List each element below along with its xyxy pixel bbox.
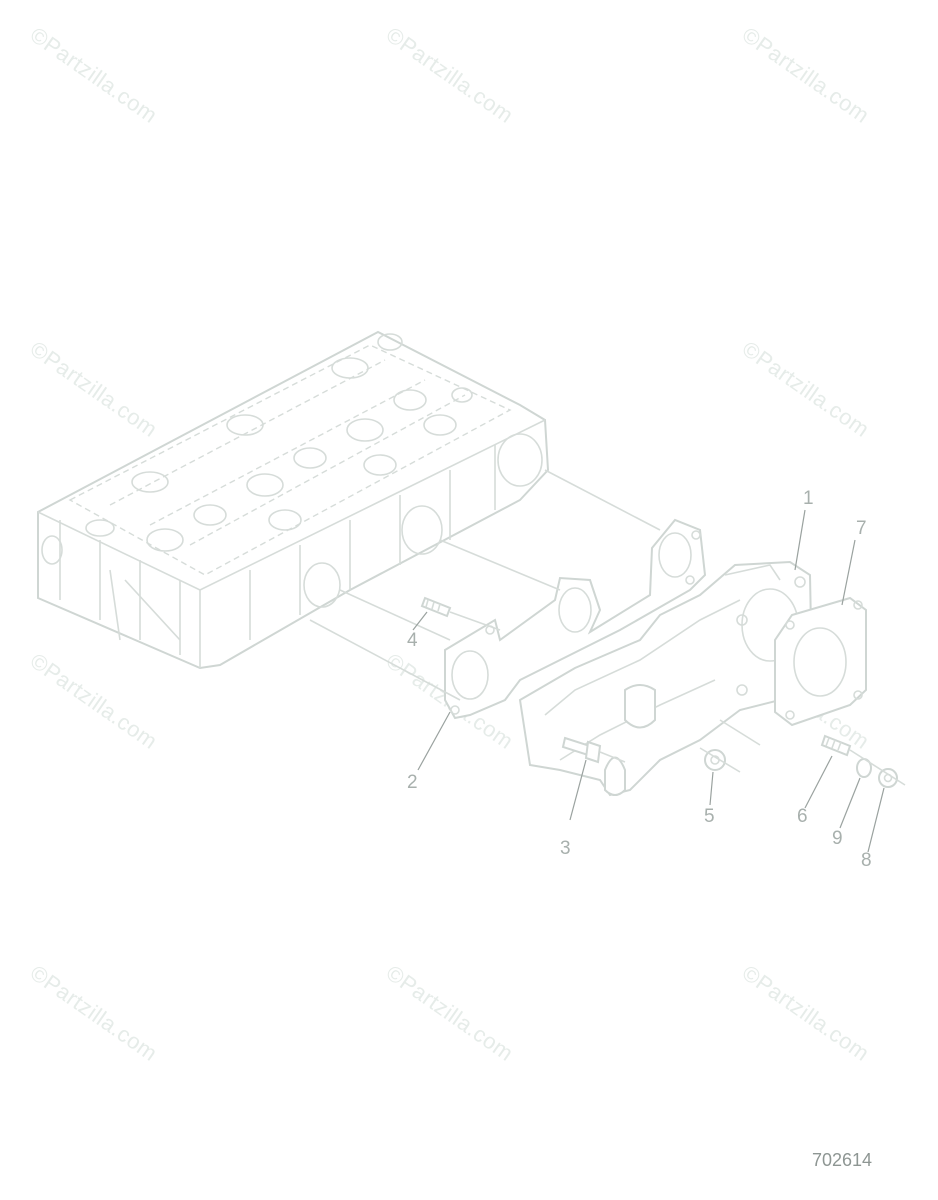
part-7-gasket-drawing	[774, 596, 867, 727]
callout-9[interactable]: 9	[832, 828, 843, 849]
part-4-stud-drawing	[420, 596, 452, 618]
callout-8[interactable]: 8	[861, 850, 872, 871]
callout-4[interactable]: 4	[407, 630, 418, 651]
cylinder-head-drawing	[37, 330, 550, 670]
callout-5[interactable]: 5	[704, 806, 715, 827]
callout-1[interactable]: 1	[803, 488, 814, 509]
callout-7[interactable]: 7	[856, 518, 867, 539]
diagram-id: 702614	[812, 1150, 873, 1170]
part-3-bolt-drawing	[561, 736, 602, 764]
assembly-alignment-lines	[309, 469, 906, 786]
callout-leaders	[412, 509, 885, 853]
callout-6[interactable]: 6	[797, 806, 808, 827]
callout-3[interactable]: 3	[560, 838, 571, 859]
part-6-stud-drawing	[820, 734, 852, 757]
part-5-nut-drawing	[704, 749, 726, 771]
callout-2[interactable]: 2	[407, 772, 418, 793]
